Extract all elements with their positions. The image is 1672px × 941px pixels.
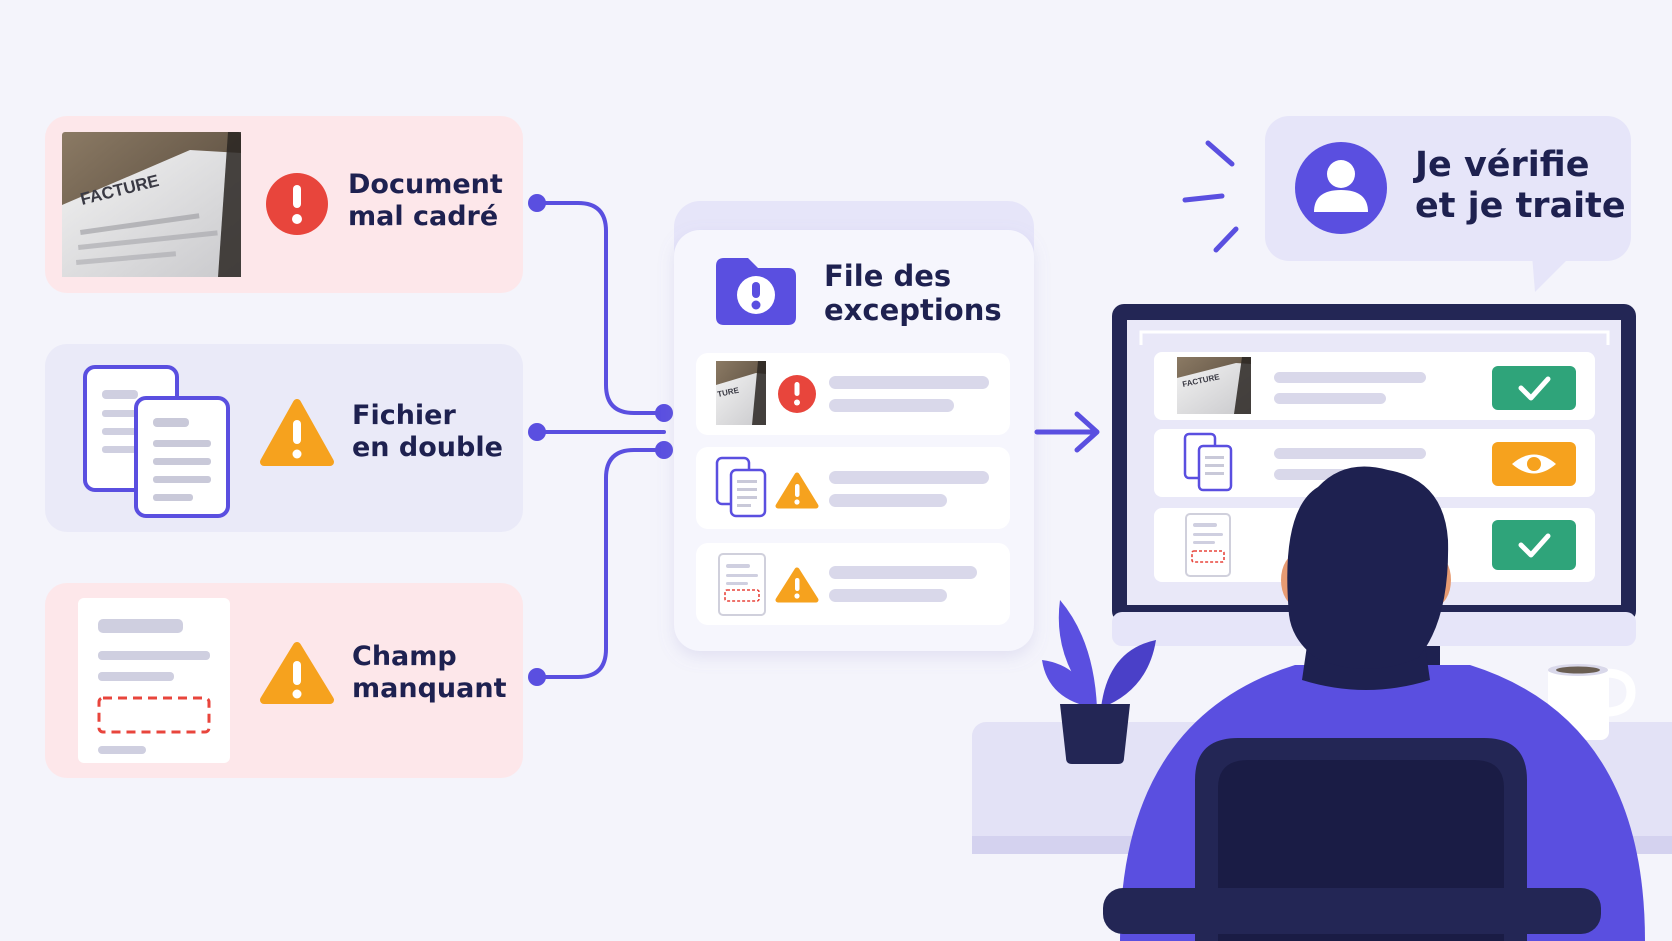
queue-item[interactable]: TURE (696, 353, 1010, 435)
exclamation-circle-icon (266, 173, 328, 235)
flow-connectors (535, 201, 666, 679)
connector-nodes (528, 194, 673, 686)
invoice-photo-thumbnail: FACTURE (62, 132, 241, 277)
office-chair (1103, 738, 1601, 941)
screen-row[interactable] (1154, 429, 1595, 497)
issue-label-missing-field: Champ manquant (352, 641, 506, 705)
queue-title-line2: exceptions (824, 293, 1002, 328)
eye-icon (1512, 454, 1556, 474)
check-icon (1518, 376, 1551, 401)
folder-alert-icon (716, 258, 796, 325)
duplicate-documents-icon (83, 365, 230, 518)
issue-label-line2: manquant (352, 672, 507, 704)
issue-panel-duplicate (45, 344, 523, 532)
document-missing-field-icon (718, 553, 766, 616)
issue-label-duplicate: Fichier en double (352, 400, 503, 464)
monitor-screen-rows: FACTURE (1154, 352, 1595, 582)
exclamation-circle-icon (778, 375, 816, 413)
queue-title: File des exceptions (824, 259, 1002, 327)
review-button[interactable] (1492, 442, 1576, 486)
warning-triangle-icon (775, 567, 819, 603)
right-arrow-icon (1034, 411, 1100, 453)
warning-triangle-icon (775, 472, 819, 509)
issue-label-line2: mal cadré (348, 200, 499, 232)
issue-label-poorly-framed: Document mal cadré (348, 169, 503, 233)
approve-button[interactable] (1492, 520, 1576, 570)
duplicate-documents-icon (715, 456, 767, 518)
potted-plant (1042, 600, 1156, 764)
invoice-photo-thumbnail: FACTURE (1177, 357, 1251, 414)
connector-top (535, 201, 666, 415)
document-missing-field-icon (78, 598, 230, 763)
issue-label-line2: en double (352, 431, 503, 463)
issue-label-line1: Fichier (352, 400, 456, 431)
issue-label-line1: Document (348, 169, 503, 200)
attention-rays (1182, 140, 1239, 253)
queue-title-line1: File des (824, 259, 952, 293)
issue-label-line1: Champ (352, 641, 457, 672)
queue-item[interactable] (696, 543, 1010, 625)
exceptions-queue-card: TURE (674, 201, 1034, 651)
check-icon (1518, 533, 1551, 558)
screen-row[interactable]: FACTURE (1154, 352, 1595, 420)
warning-triangle-icon (260, 399, 334, 466)
document-missing-field-icon (1185, 513, 1231, 577)
queue-item[interactable] (696, 447, 1010, 529)
invoice-photo-thumbnail: TURE (716, 361, 766, 425)
approve-button[interactable] (1492, 366, 1576, 410)
bubble-text-line1: Je vérifie (1415, 145, 1590, 185)
connector-bottom (535, 448, 666, 679)
speech-bubble (1265, 116, 1631, 292)
bubble-text: Je vérifie et je traite (1415, 145, 1626, 228)
bubble-text-line2: et je traite (1415, 186, 1626, 227)
warning-triangle-icon (260, 642, 334, 704)
issue-panel-poorly-framed: FACTURE (45, 116, 523, 293)
user-avatar-icon (1295, 142, 1387, 234)
issue-panel-missing-field (45, 583, 523, 778)
duplicate-documents-icon (1183, 432, 1233, 492)
